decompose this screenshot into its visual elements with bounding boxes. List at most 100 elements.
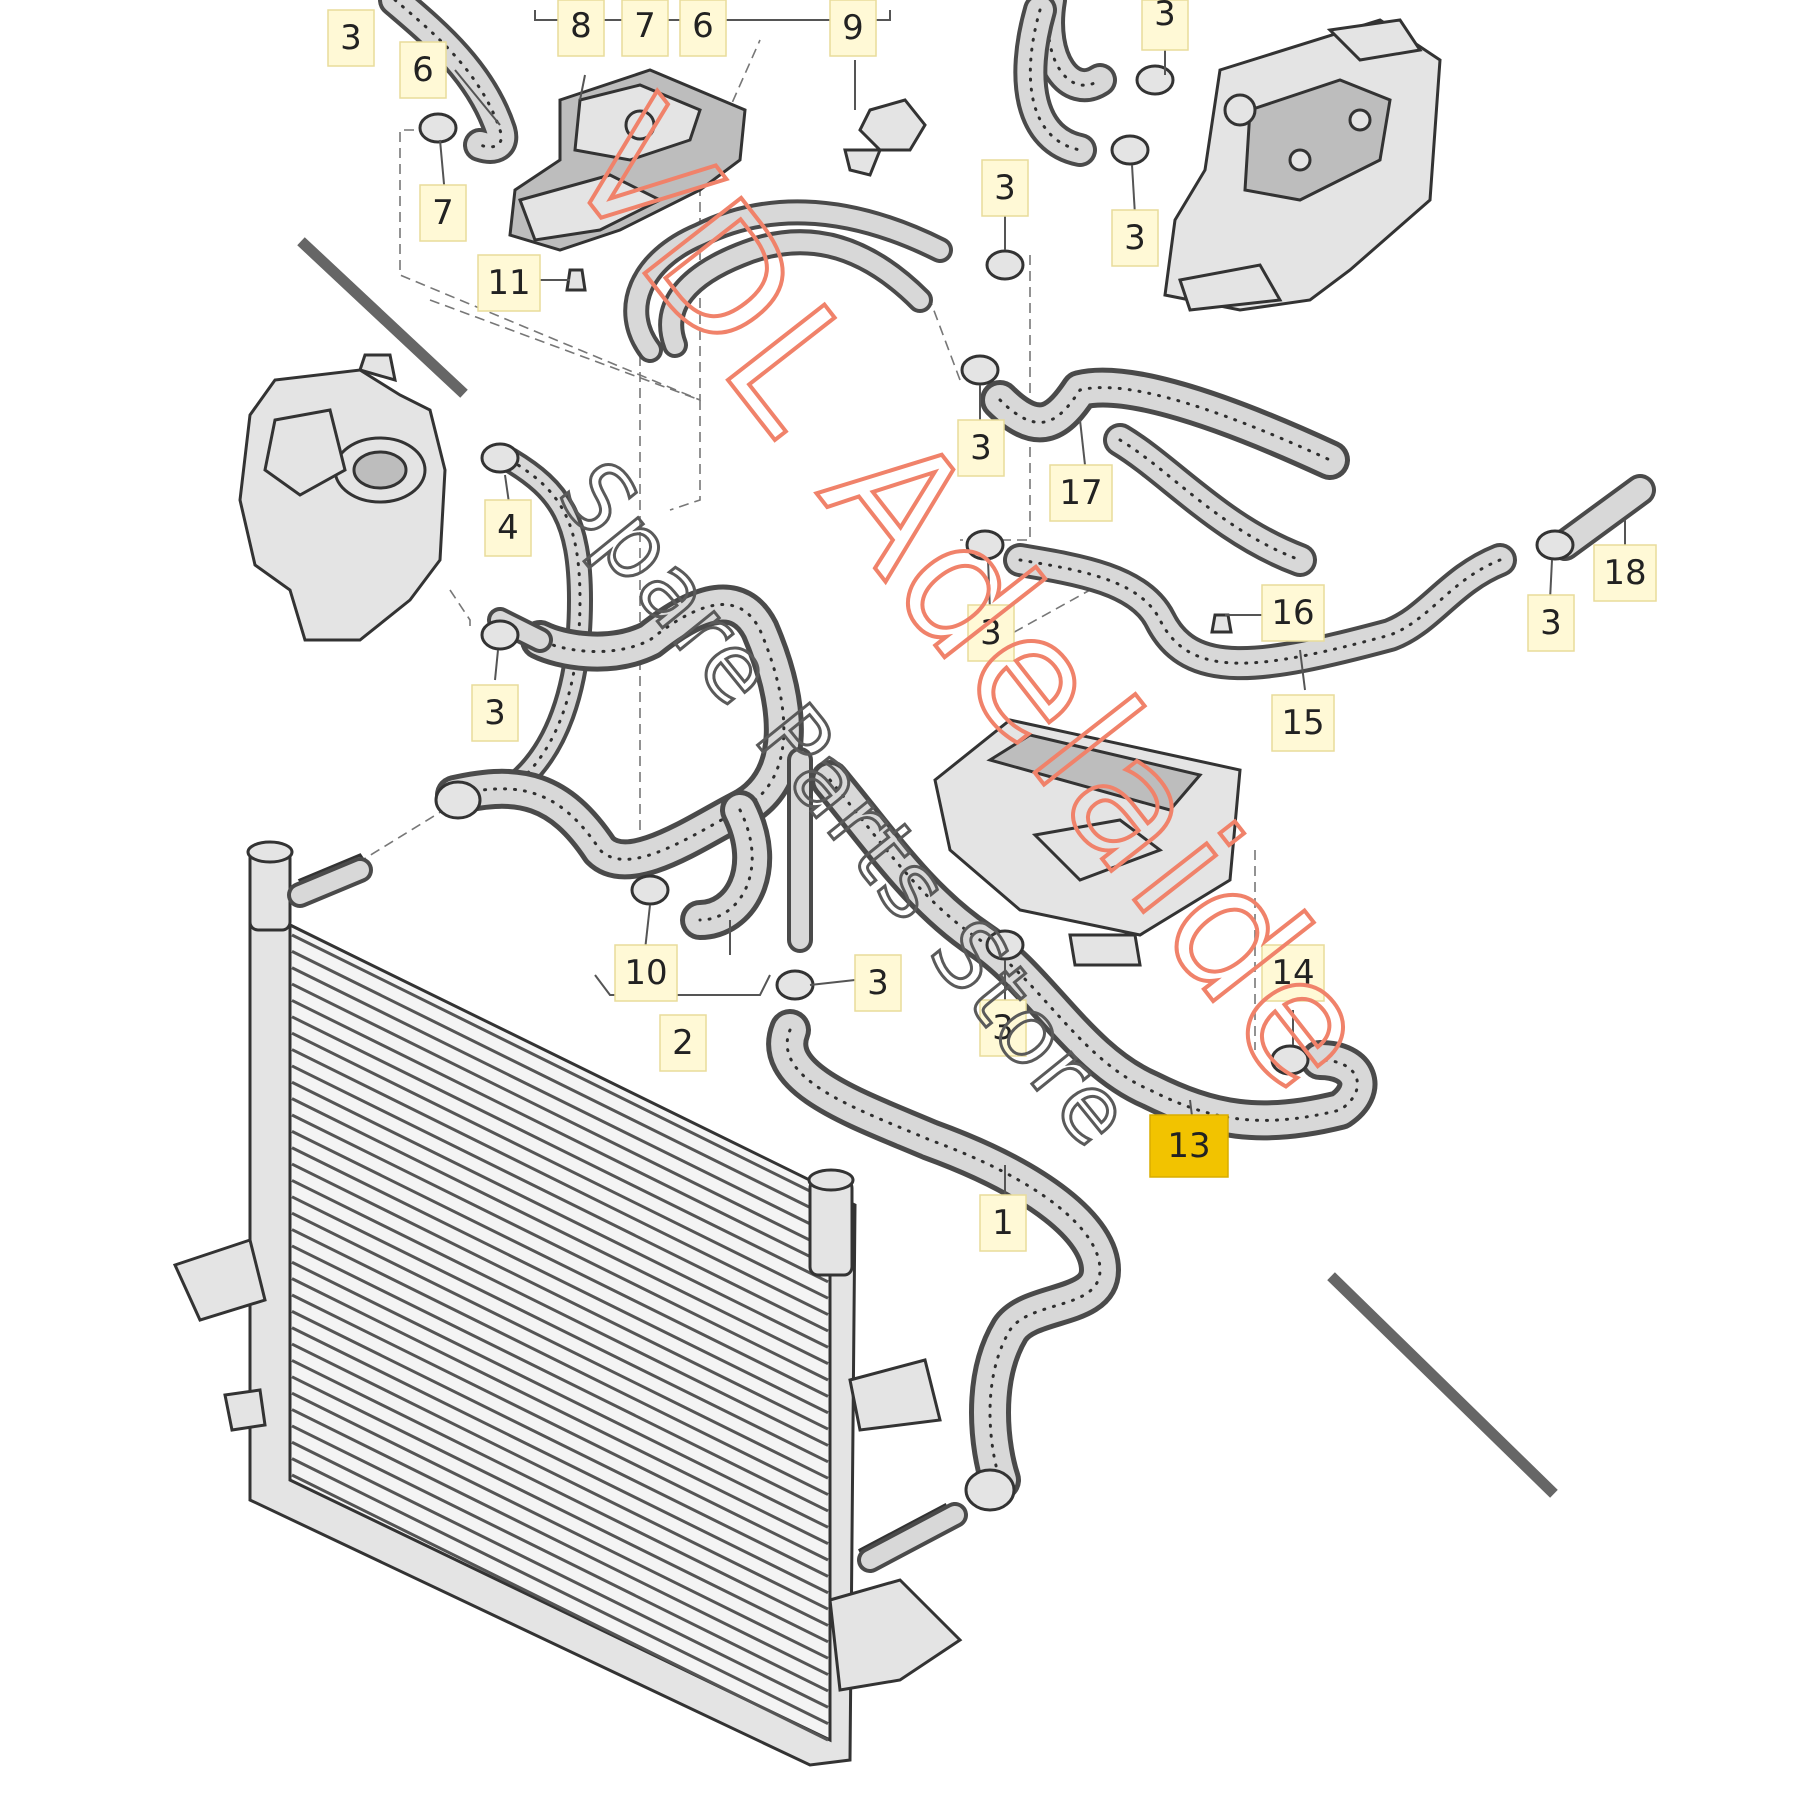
callout-17: 17 bbox=[1049, 464, 1113, 522]
radiator-fin bbox=[291, 1342, 829, 1611]
radiator-fin bbox=[291, 1228, 829, 1496]
svg-text:14: 14 bbox=[1271, 953, 1314, 993]
svg-text:15: 15 bbox=[1281, 703, 1324, 743]
svg-text:7: 7 bbox=[634, 6, 656, 46]
svg-text:3: 3 bbox=[1124, 218, 1146, 258]
callout-3: 3 bbox=[957, 419, 1005, 477]
callout-3: 3 bbox=[854, 954, 902, 1012]
radiator-fin bbox=[291, 1310, 829, 1578]
callout-3: 3 bbox=[1527, 594, 1575, 652]
callout-3: 3 bbox=[981, 159, 1029, 217]
callout-6: 6 bbox=[399, 41, 447, 99]
heater-valve-assembly bbox=[508, 68, 747, 252]
callout-2: 2 bbox=[659, 1014, 707, 1072]
radiator-fin bbox=[291, 1031, 829, 1300]
svg-text:13: 13 bbox=[1167, 1126, 1210, 1166]
expansion-tank bbox=[238, 353, 447, 642]
svg-text:3: 3 bbox=[992, 1008, 1014, 1048]
callout-3: 3 bbox=[327, 9, 375, 67]
clip-part-9 bbox=[843, 98, 927, 177]
callout-8: 8 bbox=[557, 0, 605, 57]
radiator-fin bbox=[291, 1359, 829, 1627]
svg-text:8: 8 bbox=[570, 6, 592, 46]
svg-text:3: 3 bbox=[1540, 603, 1562, 643]
callout-3: 3 bbox=[1141, 0, 1189, 51]
svg-text:11: 11 bbox=[487, 263, 530, 303]
callout-7: 7 bbox=[419, 184, 467, 242]
radiator-fin bbox=[291, 1391, 829, 1660]
svg-text:3: 3 bbox=[994, 168, 1016, 208]
svg-text:4: 4 bbox=[497, 508, 519, 548]
part-callouts: 3 6 8 7 6 9 7 11 3 3 3 3 3 17 3 4 3 16 1… bbox=[327, 0, 1657, 1252]
radiator-fin bbox=[291, 1408, 829, 1676]
svg-text:6: 6 bbox=[412, 50, 434, 90]
radiator-fin bbox=[291, 1211, 829, 1480]
watermark-line-bottom bbox=[1327, 1272, 1558, 1498]
callout-16: 16 bbox=[1261, 584, 1325, 642]
svg-text:16: 16 bbox=[1271, 593, 1314, 633]
svg-text:3: 3 bbox=[867, 963, 889, 1003]
radiator-fin bbox=[291, 1440, 829, 1709]
callout-3: 3 bbox=[979, 999, 1027, 1057]
radiator-fin bbox=[291, 1473, 829, 1742]
callout-4: 4 bbox=[484, 499, 532, 557]
radiator-fin bbox=[291, 982, 829, 1251]
radiator-fin bbox=[291, 1048, 829, 1316]
electronic-module bbox=[933, 718, 1242, 967]
radiator-fin bbox=[291, 950, 829, 1218]
radiator-fin bbox=[291, 1457, 829, 1725]
radiator-fin bbox=[291, 1244, 829, 1513]
radiator-fin bbox=[291, 1260, 829, 1529]
svg-text:18: 18 bbox=[1603, 553, 1646, 593]
radiator-fin bbox=[291, 1293, 829, 1562]
control-unit-bracket bbox=[1163, 18, 1442, 312]
radiator-fin bbox=[291, 1162, 829, 1431]
callout-13-highlighted: 13 bbox=[1149, 1114, 1229, 1178]
radiator-fin bbox=[291, 1113, 829, 1382]
svg-text:3: 3 bbox=[340, 18, 362, 58]
svg-text:17: 17 bbox=[1059, 473, 1102, 513]
radiator-fins bbox=[291, 933, 829, 1742]
coolant-hoses bbox=[287, 0, 1656, 1573]
radiator-fin bbox=[291, 1179, 829, 1447]
callout-3: 3 bbox=[1111, 209, 1159, 267]
callout-3: 3 bbox=[967, 604, 1015, 662]
callout-10: 10 bbox=[614, 944, 678, 1002]
radiator-fin bbox=[291, 1130, 829, 1398]
radiator-fin bbox=[291, 1097, 829, 1365]
radiator-fin bbox=[291, 1375, 829, 1644]
radiator-fin bbox=[291, 1080, 829, 1349]
callout-11: 11 bbox=[477, 254, 541, 312]
radiator-fin bbox=[291, 933, 829, 1202]
callout-18: 18 bbox=[1593, 544, 1657, 602]
svg-text:6: 6 bbox=[692, 6, 714, 46]
svg-text:3: 3 bbox=[484, 693, 506, 733]
callout-1: 1 bbox=[979, 1194, 1027, 1252]
radiator bbox=[172, 840, 963, 1767]
callout-15: 15 bbox=[1271, 694, 1335, 752]
svg-text:3: 3 bbox=[1154, 0, 1176, 34]
radiator-fin bbox=[291, 1064, 829, 1333]
svg-text:3: 3 bbox=[970, 428, 992, 468]
svg-text:10: 10 bbox=[624, 953, 667, 993]
radiator-fin bbox=[291, 1146, 829, 1415]
radiator-fin bbox=[291, 1277, 829, 1545]
callout-3: 3 bbox=[471, 684, 519, 742]
svg-text:3: 3 bbox=[980, 613, 1002, 653]
callout-9: 9 bbox=[829, 0, 877, 57]
radiator-fin bbox=[291, 1424, 829, 1693]
svg-text:7: 7 bbox=[432, 193, 454, 233]
watermark-line-top bbox=[297, 237, 468, 398]
radiator-fin bbox=[291, 1015, 829, 1284]
callout-7: 7 bbox=[621, 0, 669, 57]
radiator-fin bbox=[291, 966, 829, 1235]
callout-6: 6 bbox=[679, 0, 727, 57]
radiator-fin bbox=[291, 999, 829, 1267]
radiator-fin bbox=[291, 1195, 829, 1464]
callout-14: 14 bbox=[1261, 944, 1325, 1002]
svg-text:9: 9 bbox=[842, 8, 864, 48]
svg-text:2: 2 bbox=[672, 1023, 694, 1063]
radiator-fin bbox=[291, 1326, 829, 1595]
svg-text:1: 1 bbox=[992, 1203, 1014, 1243]
